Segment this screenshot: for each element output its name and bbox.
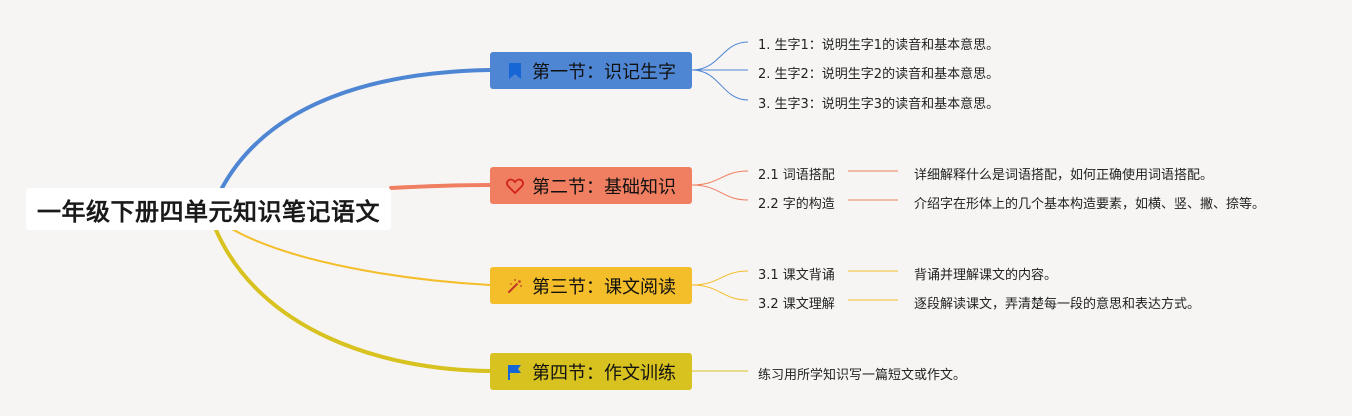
leaf-1-2[interactable]: 2. 生字2：说明生字2的读音和基本意思。 xyxy=(758,67,1000,82)
connector-root-section4 xyxy=(214,228,492,373)
heart-icon xyxy=(504,175,526,197)
section-label-3: 第三节：课文阅读 xyxy=(532,276,676,298)
magic-wand-icon xyxy=(504,275,526,297)
section-label-1: 第一节：识记生字 xyxy=(532,61,676,83)
mindmap-root-node[interactable]: 一年级下册四单元知识笔记语文 xyxy=(26,188,391,230)
leaf-2-2-detail[interactable]: 介绍字在形体上的几个基本构造要素，如横、竖、撇、捺等。 xyxy=(914,197,1266,212)
connector-root-section3 xyxy=(231,228,491,286)
leaf-3-2[interactable]: 3.2 课文理解 xyxy=(758,297,835,312)
section-label-2: 第二节：基础知识 xyxy=(532,176,676,198)
leaf-1-3[interactable]: 3. 生字3：说明生字3的读音和基本意思。 xyxy=(758,97,1000,112)
leaf-4-1[interactable]: 练习用所学知识写一篇短文或作文。 xyxy=(758,368,967,383)
connector-root-section2 xyxy=(389,183,492,190)
leaf-2-1[interactable]: 2.1 词语搭配 xyxy=(758,168,835,183)
section-node-4[interactable]: 第四节：作文训练 xyxy=(490,353,692,390)
root-title: 一年级下册四单元知识笔记语文 xyxy=(37,197,380,226)
section-node-1[interactable]: 第一节：识记生字 xyxy=(490,52,692,89)
leaf-2-2[interactable]: 2.2 字的构造 xyxy=(758,197,835,212)
leaf-3-1-detail[interactable]: 背诵并理解课文的内容。 xyxy=(914,268,1058,283)
section-node-2[interactable]: 第二节：基础知识 xyxy=(490,167,692,204)
section-node-3[interactable]: 第三节：课文阅读 xyxy=(490,267,692,304)
leaf-2-1-detail[interactable]: 详细解释什么是词语搭配，如何正确使用词语搭配。 xyxy=(914,168,1214,183)
section-label-4: 第四节：作文训练 xyxy=(532,362,676,384)
leaf-3-2-detail[interactable]: 逐段解读课文，弄清楚每一段的意思和表达方式。 xyxy=(914,297,1201,312)
bookmark-icon xyxy=(504,60,526,82)
leaf-1-1[interactable]: 1. 生字1：说明生字1的读音和基本意思。 xyxy=(758,38,1000,53)
flag-icon xyxy=(504,361,526,383)
leaf-3-1[interactable]: 3.1 课文背诵 xyxy=(758,268,835,283)
connector-root-section1 xyxy=(220,68,492,190)
